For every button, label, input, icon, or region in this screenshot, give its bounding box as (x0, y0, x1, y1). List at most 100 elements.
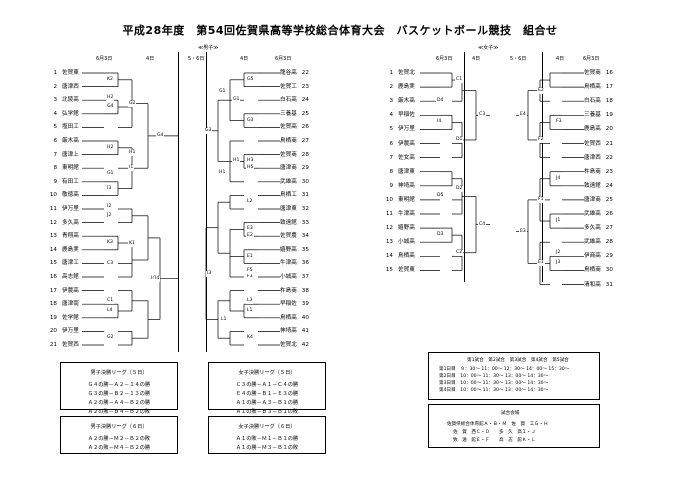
match-label: K3 (106, 240, 114, 246)
team-name: 伊商高 (584, 253, 601, 260)
league-box-line: Ａ２の勝－Ｍ２－Ｂ２の敗 (87, 436, 151, 442)
team-name: 唐津西 (584, 154, 601, 161)
match-label: L1 (246, 308, 254, 314)
match-label: H2 (106, 144, 115, 151)
team-name: 佐学館 (62, 314, 79, 321)
match-label: L1 (220, 316, 228, 323)
league-box-line: Ａ１の勝－Ａ３－Ｂ１の勝 (235, 400, 299, 406)
day-header: 6月3日 (96, 56, 113, 62)
match-label: D5 (436, 193, 445, 200)
match-label: I2 (106, 203, 113, 210)
team-number: 24 (605, 182, 613, 189)
match-label: K4 (246, 335, 254, 342)
team-number: 30 (605, 267, 613, 274)
day-header: 4日 (240, 56, 249, 62)
team-number: 41 (301, 328, 309, 335)
team-number: 7 (389, 154, 393, 161)
team-number: 10 (385, 196, 393, 203)
match-label: F1 (537, 196, 545, 203)
team-name: 佐賀北 (280, 342, 297, 348)
team-number: 31 (301, 192, 309, 199)
league-box-boys-6: 男子決勝リーグ（６日） Ａ２の勝－Ｍ２－Ｂ２の敗 Ａ２の敗－Ｍ４－Ｂ２の勝 (60, 416, 178, 454)
match-label: F2 (537, 136, 545, 143)
team-number: 27 (605, 225, 613, 232)
match-label: E1 (537, 260, 545, 267)
match-label: E2 (537, 87, 545, 94)
team-number: 27 (301, 138, 309, 144)
team-name: 佐賀商 (584, 70, 601, 76)
league-box-title: 男子決勝リーグ（６日） (90, 424, 148, 430)
team-name: 唐津上 (62, 151, 79, 158)
team-number: 34 (301, 233, 309, 240)
team-number: 5 (53, 124, 57, 131)
match-label: G5 (246, 76, 255, 83)
match-label: I1 (128, 165, 135, 172)
league-box-line: Ａ２の敗－Ｂ４－Ｂ２の敗 (87, 409, 151, 415)
team-number: 20 (605, 126, 613, 133)
team-number: 28 (301, 151, 309, 158)
team-number: 3 (53, 97, 57, 104)
team-number: 22 (605, 154, 613, 161)
team-name: 牛津高 (280, 260, 297, 267)
match-label: H1 (232, 158, 241, 165)
day-header: 4日 (556, 56, 565, 62)
schedule-row: 第2日目 10：00～ 11：30～ 13：00～ 14：30～ (439, 374, 549, 379)
team-number: 29 (605, 253, 613, 260)
team-name: 弘学館 (62, 110, 79, 117)
team-name: 北陵高 (62, 97, 79, 104)
team-number: 10 (49, 192, 57, 199)
venue-row: 佐賀県総合体育館Ａ・Ｂ・Ｍ 佐 賀 工Ｇ・Ｈ (447, 422, 549, 427)
match-label: J2 (106, 212, 113, 219)
team-number: 36 (301, 260, 309, 267)
team-number: 24 (301, 97, 309, 104)
team-number: 12 (385, 225, 393, 232)
match-label: K2 (106, 76, 114, 83)
team-entry: 8 唐津東 (382, 168, 415, 176)
league-box-title: 男子決勝リーグ（５日） (90, 370, 148, 376)
team-name: 三養基 (280, 110, 297, 117)
team-name: 鳥栖高 (398, 253, 415, 260)
match-label: D3 (436, 232, 445, 239)
page-title: 平成28年度 第54回佐賀県高等学校総合体育大会 バスケットボール競技 組合せ (122, 24, 558, 37)
team-number: 23 (301, 83, 309, 90)
team-name: 神埼高 (280, 328, 297, 335)
team-name: 唐津東 (398, 168, 415, 175)
schedule-box: 第1試合 第2試合 第3試合 第4試合 第5試合 第1日目 ９：30～ 11：0… (428, 352, 600, 400)
team-number: 18 (605, 98, 613, 105)
team-number: 2 (53, 83, 57, 90)
team-name: 鹿島実 (398, 84, 415, 91)
team-number: 13 (385, 239, 393, 246)
match-label: G2 (106, 335, 115, 342)
team-name: 杵島商 (584, 168, 601, 175)
match-label: D1 (455, 136, 464, 143)
team-number: 26 (301, 124, 309, 131)
match-label: G3 (204, 127, 213, 134)
team-name: 佐賀北 (398, 70, 415, 76)
team-number: 4 (53, 110, 57, 117)
match-label: E4 (519, 112, 527, 119)
match-label: C3 (106, 261, 115, 267)
team-name: 伊万里 (62, 206, 79, 212)
team-name: 伊農高 (398, 140, 415, 147)
team-name: 多久高 (62, 219, 79, 226)
team-number: 8 (389, 168, 393, 175)
match-label: G1 (218, 89, 227, 96)
match-label: G1 (106, 171, 115, 178)
team-number: 22 (301, 70, 309, 76)
team-number: 15 (385, 267, 393, 274)
